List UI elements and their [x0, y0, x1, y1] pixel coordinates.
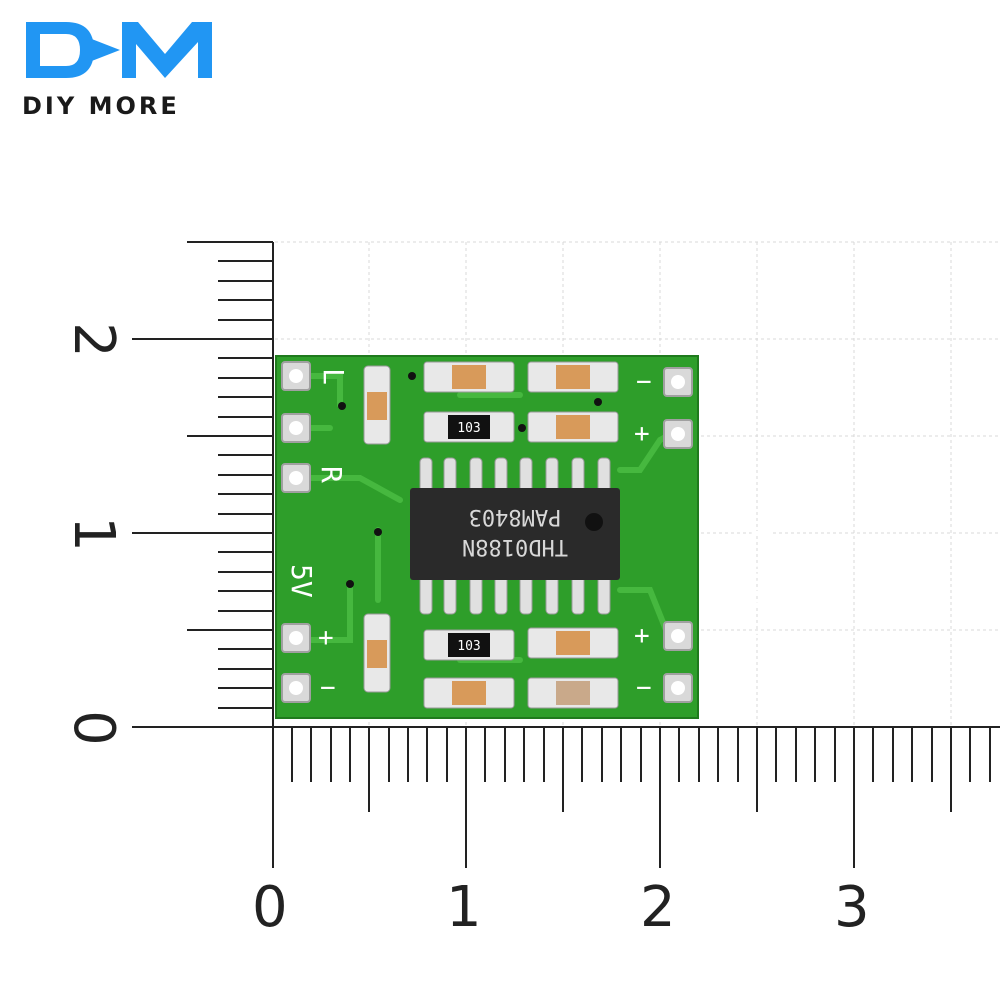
smd-resistors: [423, 411, 515, 661]
silk-label-R: R: [315, 466, 348, 483]
chip-marking-line2: PAM8403: [469, 504, 562, 529]
pam8403-chip: [410, 488, 620, 580]
ruler-y-label-0: 0: [60, 710, 126, 746]
horizontal-ruler: [272, 726, 1000, 868]
brand-logo-icon: [26, 22, 212, 78]
ic-pins: [419, 457, 611, 615]
silk-label-5V: 5V: [285, 564, 318, 598]
ruler-x-label-0: 0: [252, 875, 288, 940]
silk-label-minus-left: −: [320, 673, 336, 703]
ruler-y-label-1: 1: [60, 516, 126, 552]
resistor-bottom-label: 103: [457, 639, 480, 654]
smd-capacitors: [363, 361, 619, 709]
silk-label-plus-left: +: [318, 623, 334, 653]
ruler-x-label-1: 1: [446, 875, 482, 940]
amplifier-board: 103 103 THD0188N PAM8403 L R: [275, 355, 778, 719]
silk-label-plus-right-top: +: [634, 419, 650, 449]
brand-tagline: DIY MORE: [22, 92, 180, 120]
ruler-x-label-3: 3: [834, 875, 870, 940]
ruler-y-label-2: 2: [60, 322, 126, 358]
silk-label-L: L: [317, 368, 350, 385]
silk-label-out: L OUT R: [745, 528, 778, 646]
vertical-ruler: [132, 241, 274, 728]
resistor-top-label: 103: [457, 421, 480, 436]
silk-label-minus-right-bottom: −: [636, 673, 652, 703]
silk-label-minus-right-top: −: [636, 367, 652, 397]
silk-label-plus-right-bottom: +: [634, 621, 650, 651]
chip-marking-line1: THD0188N: [462, 534, 568, 559]
ruler-x-label-2: 2: [640, 875, 676, 940]
